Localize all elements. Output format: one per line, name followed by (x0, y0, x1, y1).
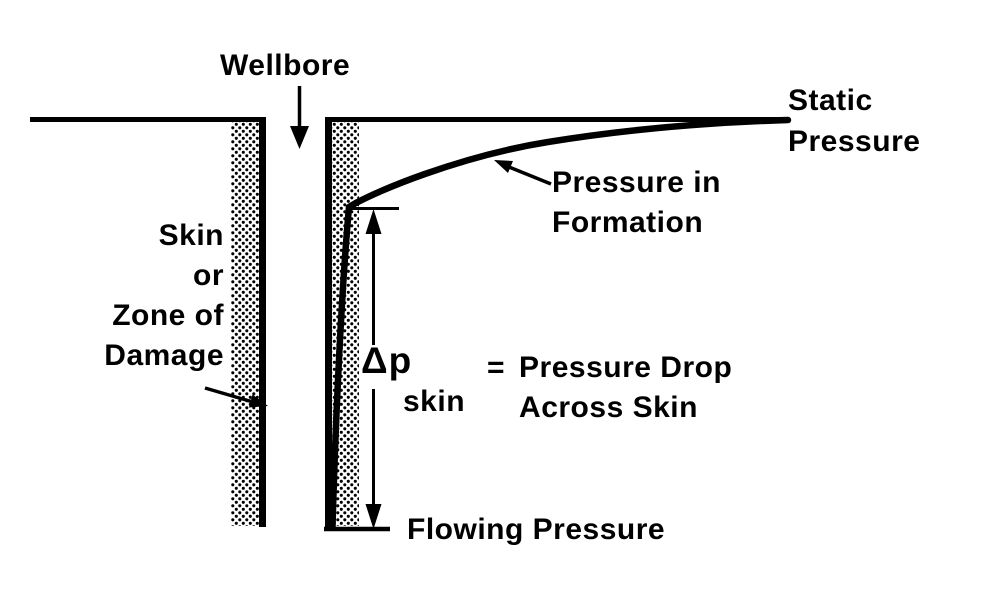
equals-sign: = (487, 351, 506, 384)
flowing-pressure-label: Flowing Pressure (407, 513, 666, 546)
skin-zone-arrow-icon (204, 386, 268, 408)
wellbore-label: Wellbore (220, 49, 351, 82)
static-pressure-line1: Static (788, 84, 873, 117)
formation-label-line1: Pressure in (552, 166, 721, 199)
pressure-curve (329, 116, 792, 531)
static-pressure-line2: Pressure (788, 125, 921, 158)
skin-band-left-stipple (231, 122, 260, 526)
dp-definition-text: Pressure Drop Across Skin (519, 348, 732, 428)
wellbore-arrow-icon (290, 86, 309, 149)
skin-zone-line4: Damage (104, 339, 224, 372)
static-pressure-label: Static Pressure (788, 80, 920, 162)
dp-definition-line2: Across Skin (519, 391, 698, 424)
dp-dimension-arrow (365, 209, 382, 529)
pressure-in-formation-label: Pressure in Formation (552, 163, 721, 243)
formation-arrow-icon (494, 160, 552, 186)
dp-definition-label: = Pressure Drop Across Skin (487, 348, 732, 428)
skin-zone-line2: or (193, 259, 224, 292)
skin-zone-line3: Zone of (112, 299, 224, 332)
formation-label-line2: Formation (552, 206, 704, 239)
dp-skin-symbol: Δp (361, 340, 413, 381)
skin-zone-line1: Skin (158, 219, 224, 252)
skin-zone-label: Skin or Zone of Damage (104, 216, 224, 376)
dp-definition-line1: Pressure Drop (519, 351, 733, 384)
dp-skin-subscript: skin (403, 385, 466, 418)
